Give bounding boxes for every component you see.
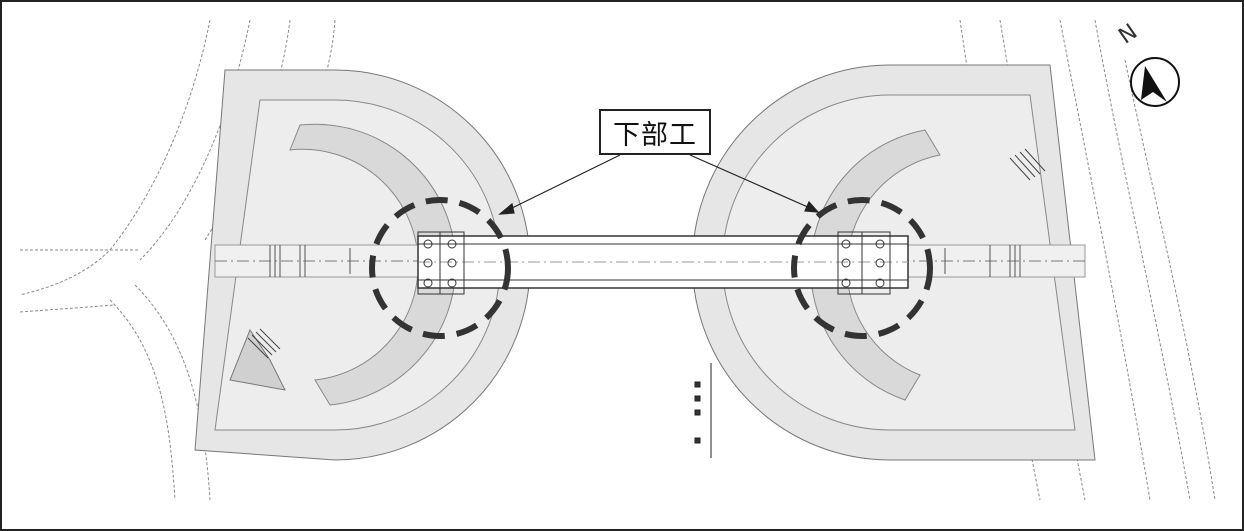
left-substructure-highlight	[369, 197, 511, 339]
left-stairs	[247, 328, 281, 359]
callout-arrows	[498, 154, 820, 215]
right-abutment	[837, 231, 891, 295]
left-deck-joints	[269, 245, 351, 277]
right-substructure-highlight	[791, 197, 933, 339]
left-abutment	[417, 231, 465, 295]
section-mark	[694, 363, 712, 458]
right-stairs	[1009, 148, 1046, 181]
bridge-span	[417, 235, 909, 289]
substructure-callout-label: 下部工	[613, 119, 697, 151]
substructure-callout: 下部工	[599, 109, 711, 155]
north-arrow-icon	[1130, 57, 1180, 107]
right-deck-joints	[944, 245, 1021, 277]
